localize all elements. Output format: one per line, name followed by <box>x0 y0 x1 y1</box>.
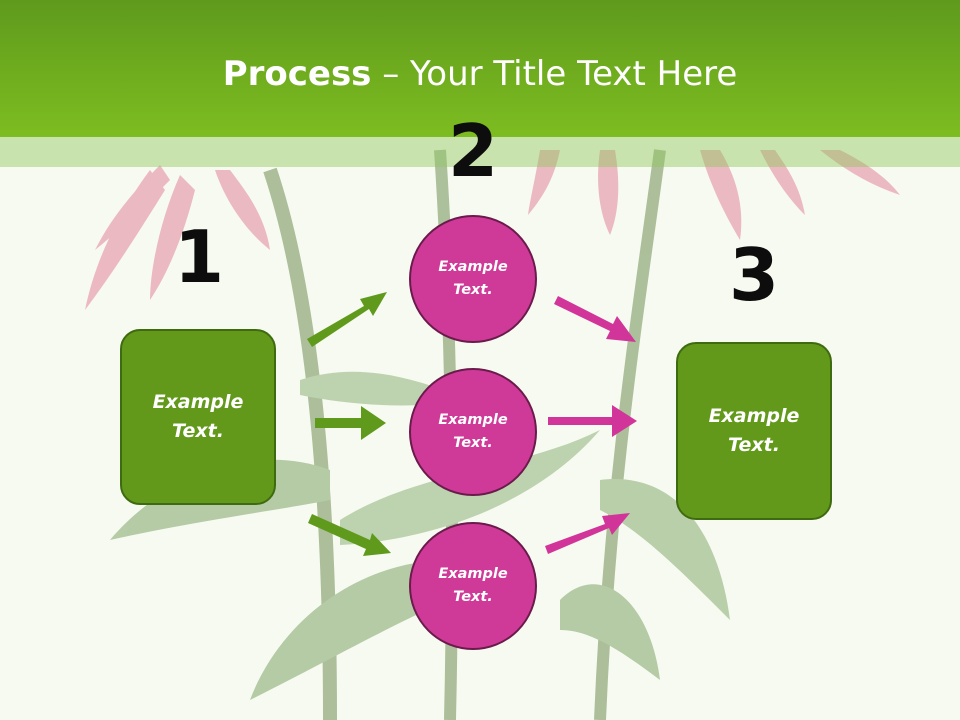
title-rest: – Your Title Text Here <box>371 54 738 94</box>
step-number-1: 1 <box>173 215 225 299</box>
slide-title: Process – Your Title Text Here <box>0 52 960 96</box>
left-process-box: Example Text. <box>120 329 276 505</box>
step-number-3: 3 <box>728 233 780 317</box>
arrow-green-right <box>315 406 386 440</box>
arrow-green-up-right <box>307 292 387 347</box>
arrow-magenta-down-right <box>554 296 636 342</box>
circle-top-text: Example Text. <box>438 259 508 298</box>
right-box-text: Example Text. <box>708 405 800 456</box>
left-box-text: Example Text. <box>152 391 244 442</box>
arrow-magenta-up-right <box>545 513 630 554</box>
process-circle-top: Example Text. <box>409 215 537 343</box>
process-circle-bottom: Example Text. <box>409 522 537 650</box>
arrow-magenta-right <box>548 405 637 437</box>
header-bar <box>0 0 960 137</box>
circle-middle-text: Example Text. <box>438 412 508 451</box>
title-bold: Process <box>222 54 372 94</box>
right-process-box: Example Text. <box>676 342 832 520</box>
step-number-2: 2 <box>447 109 499 193</box>
circle-bottom-text: Example Text. <box>438 566 508 605</box>
process-circle-middle: Example Text. <box>409 368 537 496</box>
header-band <box>0 137 960 167</box>
arrow-green-down-right <box>308 514 391 556</box>
